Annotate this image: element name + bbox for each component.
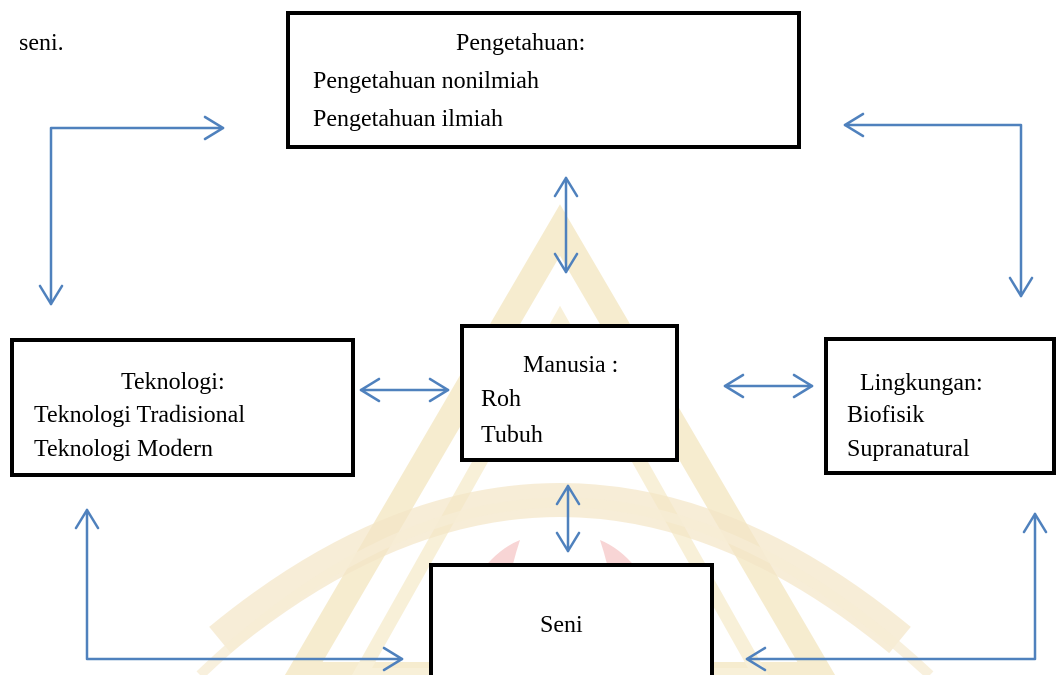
arrow-head-left-icon: [359, 377, 381, 403]
lead-text: seni.: [19, 30, 64, 56]
arrow-head-right-icon: [382, 646, 404, 672]
arrow-head-up-icon: [555, 484, 581, 506]
arrow-head-right-icon: [792, 373, 814, 399]
teknologi-title: Teknologi:: [121, 369, 225, 395]
teknologi-item-tradisional: Teknologi Tradisional: [34, 402, 245, 428]
pengetahuan-item-nonilmiah: Pengetahuan nonilmiah: [313, 68, 539, 94]
arrow-head-down-icon: [1008, 276, 1034, 298]
arrow-pengetahuan-lingkungan-line: [843, 123, 1023, 298]
arrow-teknologi-seni-line: [85, 508, 404, 661]
arrow-head-up-icon: [1022, 512, 1048, 534]
arrow-head-down-icon: [553, 252, 579, 274]
arrow-lingkungan-seni-line: [745, 512, 1037, 661]
seni-title: Seni: [540, 612, 583, 638]
arrow-teknologi-pengetahuan-line: [49, 126, 225, 306]
arrow-head-right-icon: [203, 115, 225, 141]
arrow-head-right-icon: [428, 377, 450, 403]
pengetahuan-box: Pengetahuan: Pengetahuan nonilmiah Penge…: [286, 11, 801, 149]
arrow-head-left-icon: [745, 646, 767, 672]
arrow-head-up-icon: [74, 508, 100, 530]
lingkungan-item-supranatural: Supranatural: [847, 436, 970, 462]
manusia-title: Manusia :: [523, 352, 619, 378]
pengetahuan-title: Pengetahuan:: [456, 30, 586, 56]
arrow-head-left-icon: [843, 112, 865, 138]
seni-box: Seni: [429, 563, 714, 675]
arrow-head-up-icon: [553, 176, 579, 198]
arrow-head-down-icon: [555, 531, 581, 553]
lingkungan-item-biofisik: Biofisik: [847, 402, 925, 428]
manusia-box: Manusia : Roh Tubuh: [460, 324, 679, 462]
teknologi-item-modern: Teknologi Modern: [34, 436, 213, 462]
lingkungan-box: Lingkungan: Biofisik Supranatural: [824, 337, 1056, 475]
arrow-head-down-icon: [38, 284, 64, 306]
arrow-head-left-icon: [723, 373, 745, 399]
lingkungan-title: Lingkungan:: [860, 370, 983, 396]
manusia-item-tubuh: Tubuh: [481, 422, 543, 448]
manusia-item-roh: Roh: [481, 386, 522, 412]
pengetahuan-item-ilmiah: Pengetahuan ilmiah: [313, 106, 503, 132]
teknologi-box: Teknologi: Teknologi Tradisional Teknolo…: [10, 338, 355, 477]
